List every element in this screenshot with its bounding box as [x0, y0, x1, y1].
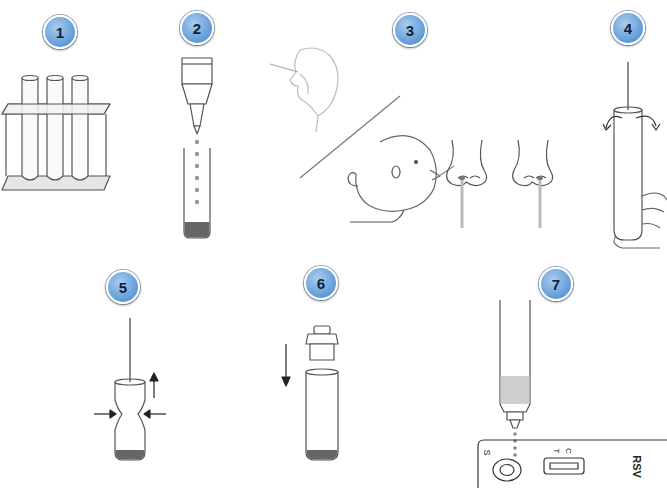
- step-number-circle: 1: [43, 15, 77, 49]
- step-number: 3: [406, 23, 414, 38]
- nasal-swab-figures: [270, 48, 553, 228]
- swab-rotation: [603, 62, 667, 248]
- step-number-circle: 7: [539, 267, 573, 301]
- test-cassette: [478, 300, 667, 488]
- squeeze-tube: [94, 318, 166, 460]
- tube-rack: [2, 76, 110, 191]
- step-number: 7: [552, 277, 560, 292]
- dropper-cap: [282, 326, 338, 460]
- buffer-dropper: [182, 58, 212, 238]
- step-number: 2: [193, 21, 201, 36]
- cassette-marking: T: [552, 449, 560, 454]
- cassette-marking: S: [481, 449, 490, 455]
- cassette-marking: C: [564, 448, 572, 454]
- step-number: 5: [119, 280, 127, 295]
- step-number-circle: 3: [393, 13, 427, 47]
- step-number-circle: 4: [611, 11, 645, 45]
- step-number: 1: [56, 25, 64, 40]
- step-number-circle: 2: [180, 11, 214, 45]
- step-number: 4: [624, 21, 632, 36]
- step-number-circle: 5: [106, 270, 140, 304]
- step-number-circle: 6: [304, 266, 338, 300]
- step-number: 6: [317, 276, 325, 291]
- product-name: RSV: [631, 455, 642, 478]
